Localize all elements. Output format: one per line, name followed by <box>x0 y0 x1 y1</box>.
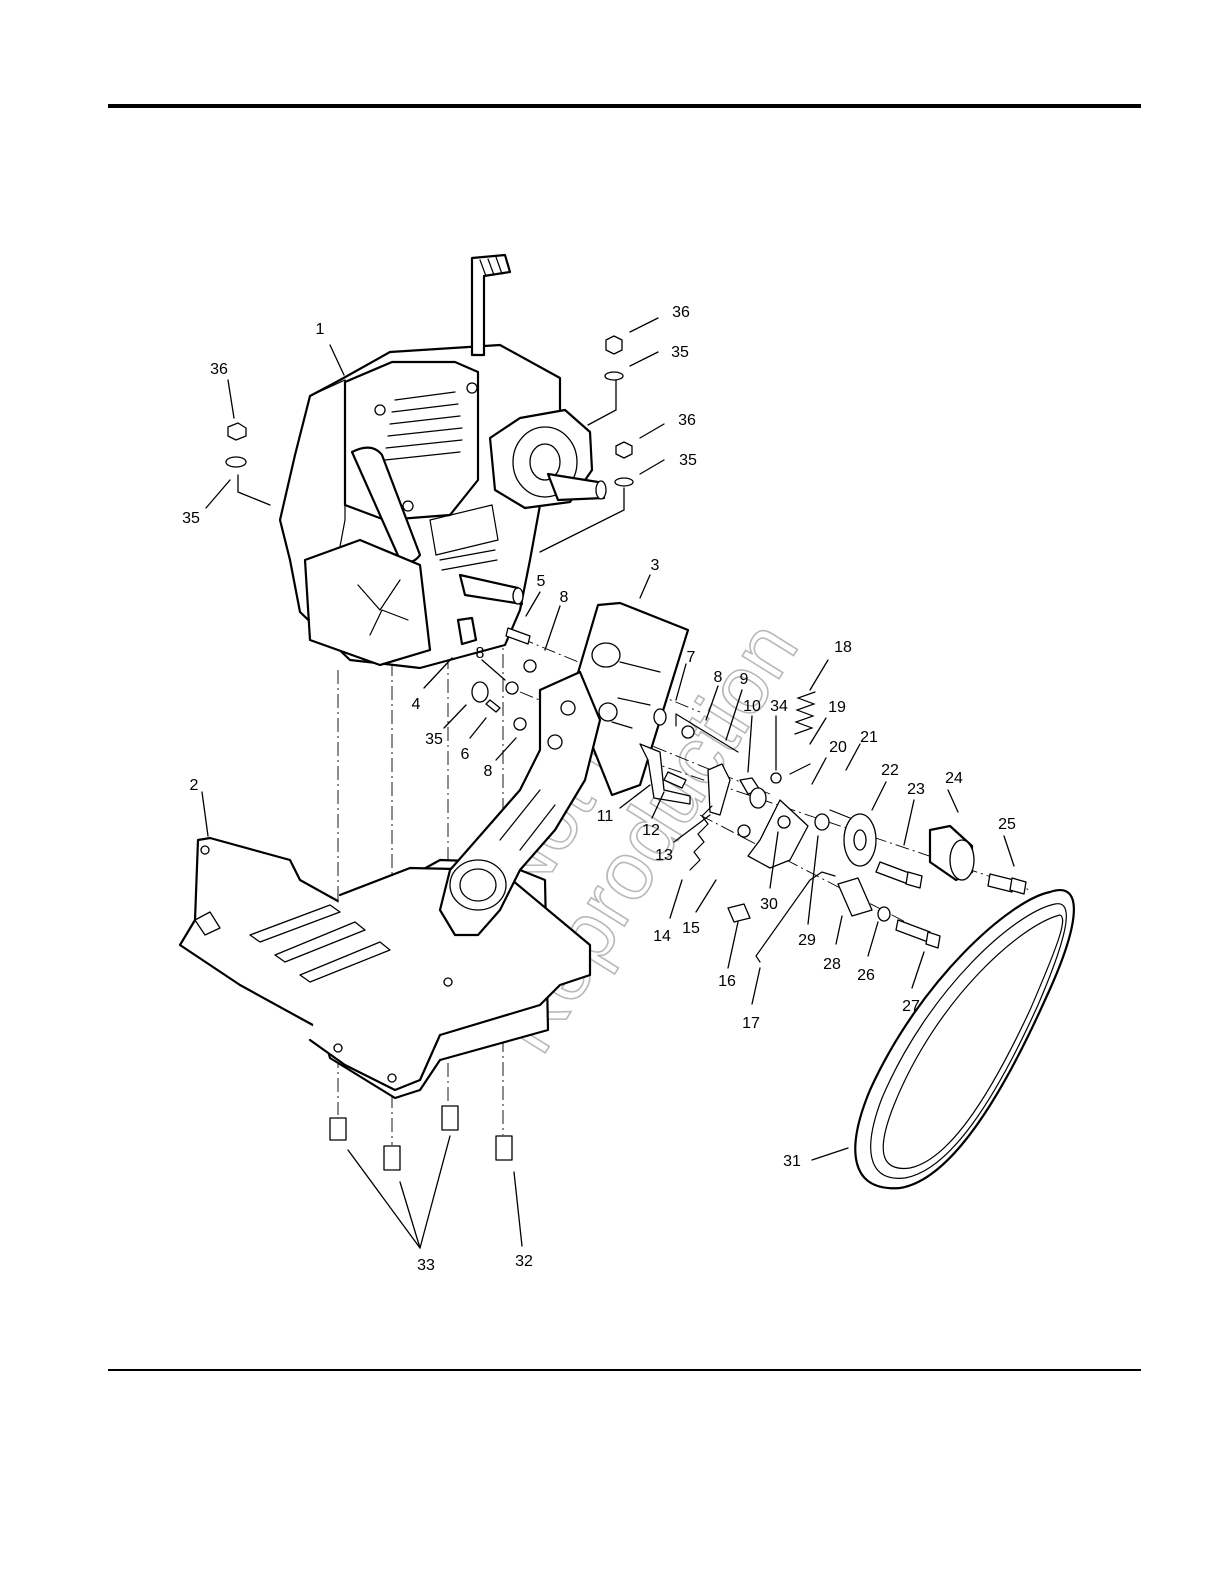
callout-31: 31 <box>783 1153 801 1170</box>
callout-9: 9 <box>740 671 749 688</box>
callout-15: 15 <box>682 920 700 937</box>
callout-26: 26 <box>857 967 875 984</box>
callout-30: 30 <box>760 896 778 913</box>
callout-3: 3 <box>651 557 660 574</box>
callout-36a: 36 <box>210 361 228 378</box>
callout-10: 10 <box>743 698 761 715</box>
callout-25: 25 <box>998 816 1016 833</box>
callout-16: 16 <box>718 973 736 990</box>
callout-36b: 36 <box>672 304 690 321</box>
callout-35c: 35 <box>671 344 689 361</box>
callout-8a: 8 <box>560 589 569 606</box>
callout-24: 24 <box>945 770 963 787</box>
mounting-plate <box>180 838 590 1098</box>
callout-12: 12 <box>642 822 660 839</box>
callout-22: 22 <box>881 762 899 779</box>
callout-36c: 36 <box>678 412 696 429</box>
callout-8d: 8 <box>714 669 723 686</box>
callout-35b: 35 <box>425 731 443 748</box>
callout-1: 1 <box>316 321 325 338</box>
callout-20: 20 <box>829 739 847 756</box>
callout-5: 5 <box>537 573 546 590</box>
callout-29: 29 <box>798 932 816 949</box>
callout-27: 27 <box>902 998 920 1015</box>
engine <box>280 255 606 668</box>
callout-34: 34 <box>770 698 788 715</box>
callout-21: 21 <box>860 729 878 746</box>
callout-11: 11 <box>597 808 614 825</box>
drive-belt <box>855 890 1074 1188</box>
callout-8b: 8 <box>476 645 485 662</box>
callout-14: 14 <box>653 928 671 945</box>
callout-13: 13 <box>655 847 673 864</box>
callout-6: 6 <box>461 746 470 763</box>
callout-33: 33 <box>417 1257 435 1274</box>
callout-28: 28 <box>823 956 841 973</box>
callout-19: 19 <box>828 699 846 716</box>
callout-4: 4 <box>412 696 421 713</box>
callout-18: 18 <box>834 639 852 656</box>
callout-7: 7 <box>687 649 696 666</box>
callout-32: 32 <box>515 1253 533 1270</box>
callout-8c: 8 <box>484 763 493 780</box>
callout-35a: 35 <box>182 510 200 527</box>
callout-17: 17 <box>742 1015 760 1032</box>
callout-23: 23 <box>907 781 925 798</box>
callout-35d: 35 <box>679 452 697 469</box>
callout-2: 2 <box>190 777 199 794</box>
